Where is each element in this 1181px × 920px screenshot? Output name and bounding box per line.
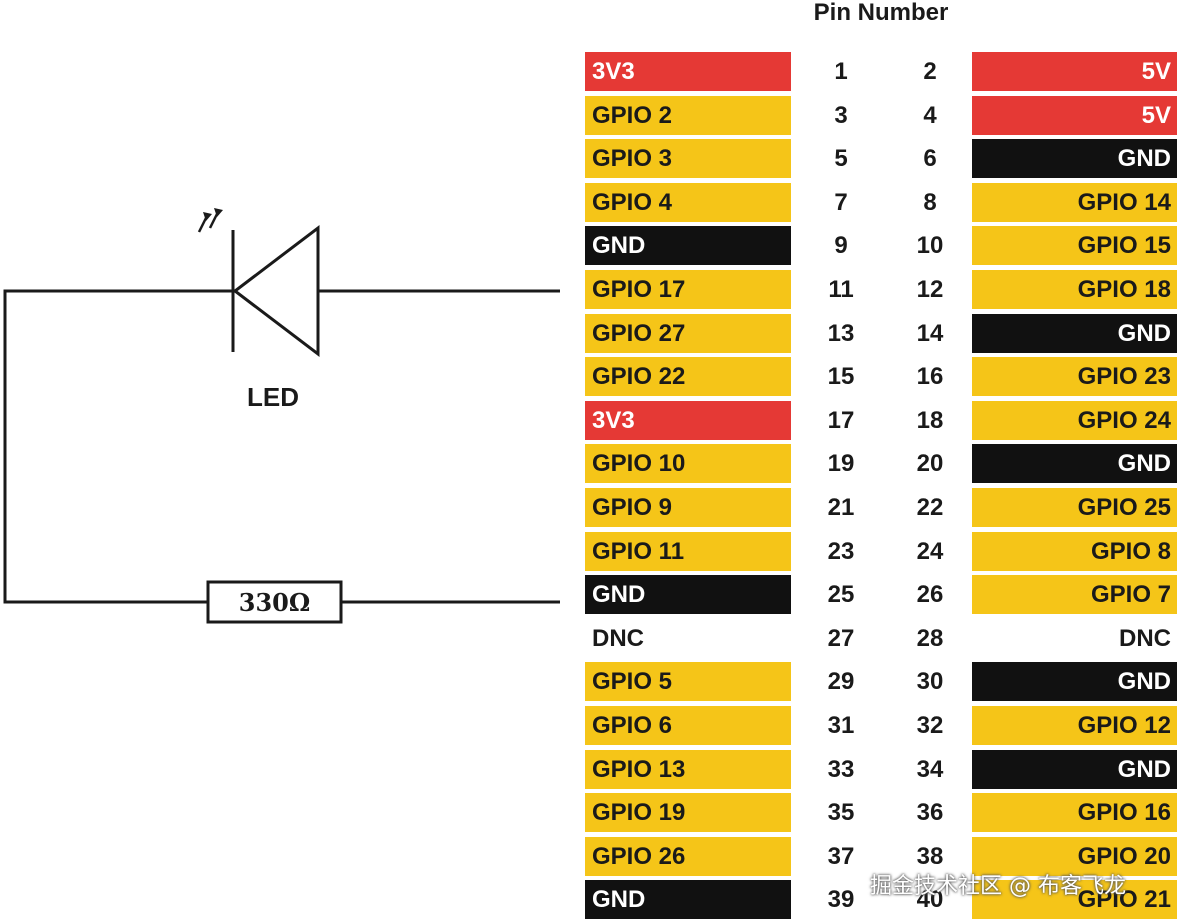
pin-label-right: GND xyxy=(972,314,1177,353)
pin-number-left: 15 xyxy=(827,363,855,390)
pin-number-right: 8 xyxy=(923,189,937,216)
led-light-arrows-icon xyxy=(197,208,223,233)
resistor-label: 330Ω xyxy=(238,588,311,617)
pin-number-right: 24 xyxy=(916,538,944,565)
pin-number-left: 11 xyxy=(828,276,854,303)
pin-label-right: GPIO 16 xyxy=(972,793,1177,832)
led-label: LED xyxy=(247,382,299,412)
pin-number-right: 12 xyxy=(916,276,944,303)
pin-label-left: 3V3 xyxy=(585,401,791,440)
pin-label-left: GPIO 9 xyxy=(585,488,791,527)
pin-label-right: GPIO 21 xyxy=(972,880,1177,919)
pin-label-right: GND xyxy=(972,444,1177,483)
pin-label-right: GPIO 23 xyxy=(972,357,1177,396)
pin-number-right: 38 xyxy=(916,843,944,870)
pin-number-right: 20 xyxy=(916,450,944,477)
pin-label-right: GPIO 12 xyxy=(972,706,1177,745)
pin-number-left: 17 xyxy=(827,407,855,434)
pin-number-right: 16 xyxy=(916,363,944,390)
pin-number-left: 13 xyxy=(827,320,855,347)
pin-label-left: 3V3 xyxy=(585,52,791,91)
pin-label-right: GPIO 15 xyxy=(972,226,1177,265)
pin-number-right: 34 xyxy=(916,756,944,783)
pin-number-left: 7 xyxy=(834,189,848,216)
pin-number-left: 29 xyxy=(827,668,855,695)
pin-number-right: 4 xyxy=(923,102,937,129)
pin-label-left: GPIO 5 xyxy=(585,662,791,701)
pin-number-left: 39 xyxy=(827,886,855,913)
pin-number-right: 36 xyxy=(916,799,944,826)
pin-number-right: 18 xyxy=(916,407,944,434)
pin-label-right: GND xyxy=(972,139,1177,178)
pin-number-left: 5 xyxy=(834,145,848,172)
pin-label-left: GPIO 2 xyxy=(585,96,791,135)
pin-label-right: DNC xyxy=(972,619,1177,658)
pin-number-right: 26 xyxy=(916,581,944,608)
pin-label-left: GPIO 3 xyxy=(585,139,791,178)
pin-label-right: 5V xyxy=(972,52,1177,91)
pin-number-left: 35 xyxy=(827,799,855,826)
pin-label-left: GPIO 17 xyxy=(585,270,791,309)
pin-number-left: 27 xyxy=(827,625,855,652)
pin-number-left: 1 xyxy=(834,58,848,85)
pin-label-left: GPIO 11 xyxy=(585,532,791,571)
pin-label-right: GPIO 14 xyxy=(972,183,1177,222)
pin-label-right: 5V xyxy=(972,96,1177,135)
pin-label-left: GPIO 6 xyxy=(585,706,791,745)
pin-label-left: GND xyxy=(585,880,791,919)
pin-label-left: GPIO 4 xyxy=(585,183,791,222)
pin-number-left: 3 xyxy=(834,102,848,129)
pin-number-right: 14 xyxy=(916,320,944,347)
pin-number-left: 23 xyxy=(827,538,855,565)
pin-number-right: 22 xyxy=(916,494,944,521)
pin-number-right: 32 xyxy=(916,712,944,739)
pin-number-left: 25 xyxy=(827,581,855,608)
pin-number-left: 31 xyxy=(827,712,855,739)
pin-label-left: GND xyxy=(585,575,791,614)
pin-number-left: 37 xyxy=(827,843,855,870)
pin-label-right: GPIO 24 xyxy=(972,401,1177,440)
pin-label-left: GPIO 13 xyxy=(585,750,791,789)
pin-number-right: 10 xyxy=(916,232,944,259)
pin-number-left: 33 xyxy=(827,756,855,783)
pin-label-right: GPIO 20 xyxy=(972,837,1177,876)
pin-label-left: DNC xyxy=(585,619,791,658)
pin-label-left: GPIO 22 xyxy=(585,357,791,396)
pin-number-right: 2 xyxy=(923,58,937,85)
pin-number-right: 40 xyxy=(916,886,944,913)
pin-number-left: 9 xyxy=(834,232,848,259)
pin-label-left: GND xyxy=(585,226,791,265)
wire-loop xyxy=(3,289,233,604)
pin-number-right: 6 xyxy=(923,145,937,172)
pin-label-left: GPIO 26 xyxy=(585,837,791,876)
resistor-body xyxy=(206,580,343,624)
pin-label-left: GPIO 10 xyxy=(585,444,791,483)
pin-label-right: GND xyxy=(972,662,1177,701)
pin-number-right: 30 xyxy=(916,668,944,695)
pin-number-header: Pin Number xyxy=(813,0,949,26)
pin-label-left: GPIO 27 xyxy=(585,314,791,353)
pin-number-right: 28 xyxy=(916,625,944,652)
led-triangle xyxy=(232,224,320,358)
pin-label-right: GPIO 18 xyxy=(972,270,1177,309)
pin-number-left: 19 xyxy=(827,450,855,477)
pin-label-right: GPIO 8 xyxy=(972,532,1177,571)
pin-number-left: 21 xyxy=(827,494,855,521)
watermark: 掘金技术社区 @ 布客飞龙 xyxy=(870,874,1126,899)
pin-label-right: GND xyxy=(972,750,1177,789)
pin-label-right: GPIO 7 xyxy=(972,575,1177,614)
pin-label-left: GPIO 19 xyxy=(585,793,791,832)
pin-label-right: GPIO 25 xyxy=(972,488,1177,527)
